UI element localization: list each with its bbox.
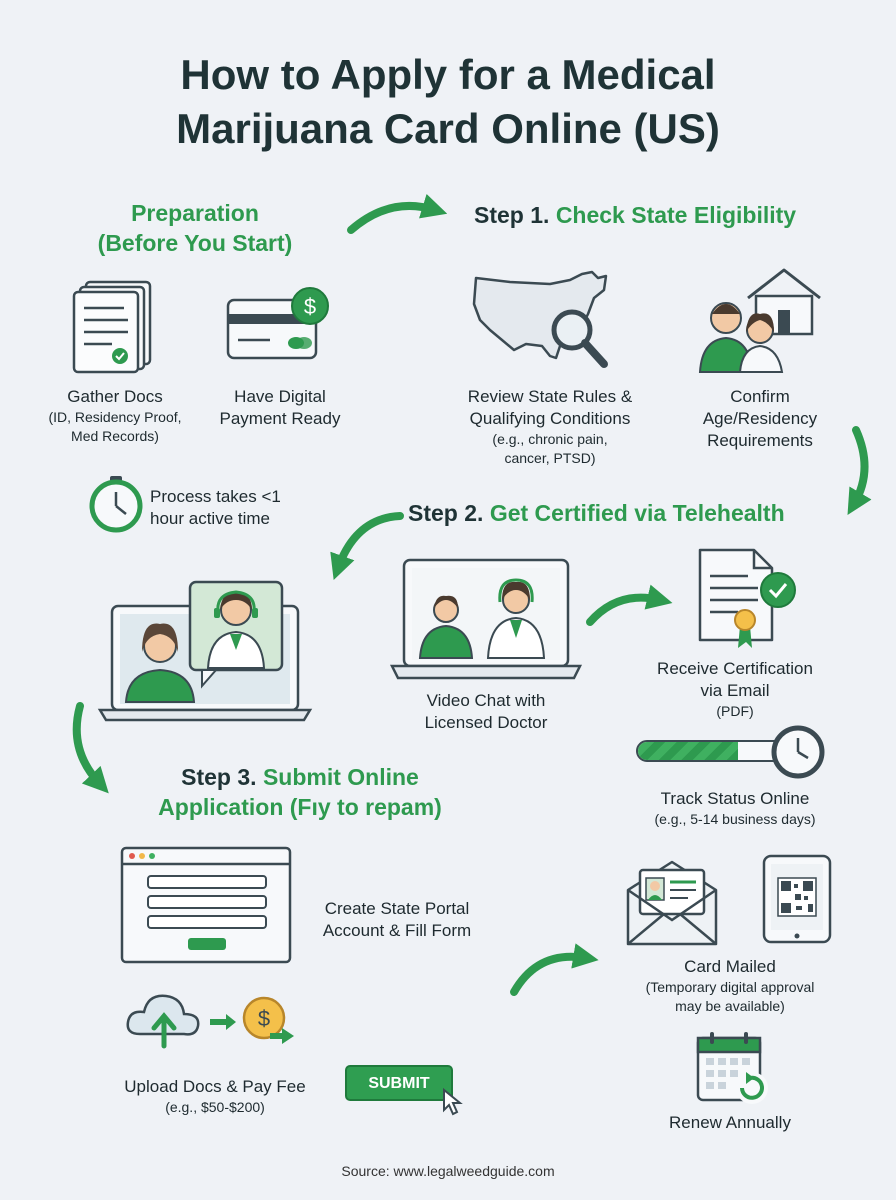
documents-icon bbox=[72, 280, 152, 374]
submit-button[interactable]: SUBMIT bbox=[345, 1065, 453, 1101]
arrow-to-step3-icon bbox=[72, 702, 109, 794]
arrow-to-left-laptop-icon bbox=[330, 512, 404, 581]
payment-label: Have Digital Payment Ready bbox=[219, 387, 341, 428]
credit-card-icon: $ bbox=[226, 287, 329, 360]
cloud-upload-icon bbox=[126, 994, 200, 1049]
gather-docs-label: Gather Docs (ID, Residency Proof, Med Re… bbox=[48, 387, 182, 444]
us-map-magnifier-icon bbox=[472, 270, 608, 368]
track-status-label: Track Status Online (e.g., 5-14 business… bbox=[654, 789, 816, 827]
cursor-pointer-icon bbox=[443, 1087, 463, 1116]
review-state-rules-label: Review State Rules & Qualifying Conditio… bbox=[467, 387, 633, 466]
step1-heading: Step 1. Check State Eligibility bbox=[474, 202, 797, 228]
coin-payment-icon: $ bbox=[242, 996, 294, 1044]
preparation-heading: Preparation (Before You Start) bbox=[97, 200, 293, 256]
telehealth-laptop-icon bbox=[97, 580, 313, 722]
certification-label: Receive Certification via Email (PDF) bbox=[657, 659, 813, 719]
certificate-icon bbox=[698, 548, 796, 648]
video-chat-label: Video Chat with Licensed Doctor bbox=[424, 691, 548, 732]
svg-text:$: $ bbox=[258, 1006, 270, 1031]
status-progress-fill bbox=[638, 742, 738, 760]
residents-house-icon bbox=[698, 268, 821, 373]
upload-pay-label: Upload Docs & Pay Fee (e.g., $50-$200) bbox=[124, 1077, 306, 1115]
browser-form-icon bbox=[120, 846, 292, 964]
mail-id-card-icon bbox=[626, 860, 718, 946]
status-progress-bar bbox=[636, 740, 806, 762]
arrow-right-icon bbox=[210, 1014, 236, 1030]
calendar-renew-icon bbox=[696, 1032, 768, 1104]
stopwatch-icon bbox=[89, 476, 143, 533]
card-mailed-label: Card Mailed (Temporary digital approval … bbox=[645, 957, 815, 1014]
arrow-to-mail-icon bbox=[510, 943, 599, 996]
process-time-label: Process takes <1 hour active time bbox=[150, 487, 281, 528]
portal-account-label: Create State Portal Account & Fill Form bbox=[322, 899, 472, 940]
arrow-to-step2-icon bbox=[847, 426, 872, 516]
arrow-to-certificate-icon bbox=[586, 584, 673, 626]
step3-heading: Step 3. Submit Online Application (Fıy t… bbox=[158, 764, 442, 820]
arrow-to-step1-icon bbox=[347, 193, 448, 234]
clock-icon bbox=[771, 725, 825, 779]
svg-text:$: $ bbox=[304, 294, 316, 319]
renew-label: Renew Annually bbox=[669, 1113, 791, 1132]
confirm-requirements-label: Confirm Age/Residency Requirements bbox=[702, 387, 818, 450]
page-title: How to Apply for a Medical Marijuana Car… bbox=[176, 51, 720, 152]
tablet-qr-icon bbox=[762, 854, 832, 944]
step2-heading: Step 2. Get Certified via Telehealth bbox=[408, 500, 785, 526]
video-chat-laptop-icon bbox=[389, 558, 583, 680]
source-credit: Source: www.legalweedguide.com bbox=[341, 1163, 555, 1179]
